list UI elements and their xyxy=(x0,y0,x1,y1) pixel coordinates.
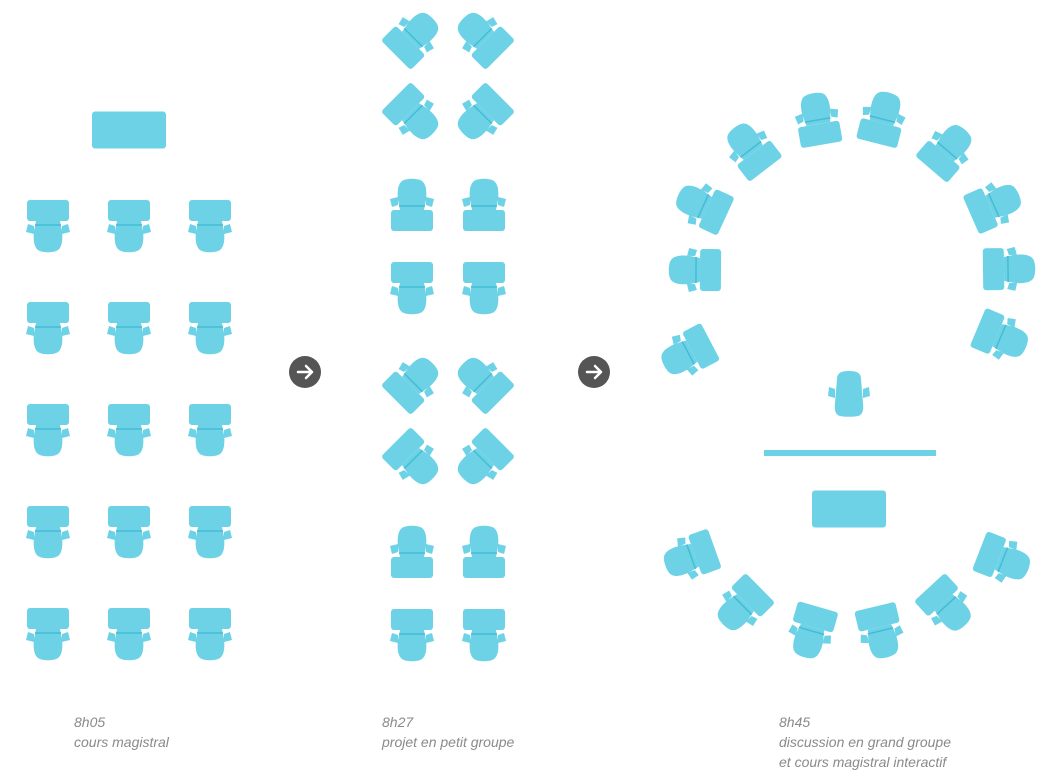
desk-icon xyxy=(92,111,166,149)
caption-small-group: 8h27 projet en petit groupe xyxy=(382,712,514,752)
seat-icon xyxy=(25,607,71,661)
desk-icon xyxy=(812,490,886,528)
arrow-right-icon xyxy=(578,356,610,388)
panel-lecture-layout xyxy=(25,111,233,661)
seat-icon xyxy=(653,321,722,386)
caption-time: 8h45 xyxy=(779,714,811,730)
seat-icon xyxy=(106,199,152,253)
seat-icon xyxy=(389,178,435,232)
seat-icon xyxy=(706,571,777,641)
seat-icon xyxy=(447,347,517,417)
caption-description: discussion en grand groupe xyxy=(779,734,952,750)
arrow-right-icon xyxy=(289,356,321,388)
seat-icon xyxy=(461,261,507,315)
caption-time: 8h27 xyxy=(382,714,414,730)
seat-icon xyxy=(461,178,507,232)
seat-icon xyxy=(968,306,1036,369)
seat-icon xyxy=(25,301,71,355)
seat-icon xyxy=(667,247,722,293)
seat-icon xyxy=(25,505,71,559)
seat-icon xyxy=(106,403,152,457)
seat-icon xyxy=(187,607,233,661)
panel-large-group-layout xyxy=(653,86,1037,664)
seat-icon xyxy=(912,571,982,642)
caption-description: projet en petit groupe xyxy=(382,734,515,750)
caption-time: 8h05 xyxy=(74,714,106,730)
seat-icon xyxy=(187,403,233,457)
caption-description: cours magistral xyxy=(74,734,169,750)
seat-icon xyxy=(913,114,983,185)
seat-icon xyxy=(447,2,517,72)
seat-icon xyxy=(187,505,233,559)
seat-icon xyxy=(389,525,435,579)
seat-icon xyxy=(461,608,507,662)
seat-icon xyxy=(106,505,152,559)
seat-icon xyxy=(461,525,507,579)
seat-icon xyxy=(187,199,233,253)
seat-icon xyxy=(25,403,71,457)
seat-icon xyxy=(106,301,152,355)
seat-icon xyxy=(447,425,517,495)
seat-icon xyxy=(970,529,1037,591)
seat-icon xyxy=(790,88,845,150)
seat-icon xyxy=(981,245,1037,293)
seat-icon xyxy=(961,173,1029,237)
chair-icon xyxy=(828,371,870,417)
seat-icon xyxy=(389,608,435,662)
seat-icon xyxy=(854,86,912,150)
caption-description: et cours magistral interactif xyxy=(779,754,947,770)
seat-icon xyxy=(379,80,449,150)
seat-icon xyxy=(657,526,723,588)
seat-icon xyxy=(379,347,449,417)
seat-icon xyxy=(187,301,233,355)
seat-icon xyxy=(782,600,841,664)
seat-icon xyxy=(389,261,435,315)
seat-icon xyxy=(715,113,785,184)
seat-icon xyxy=(447,80,517,150)
divider-bar xyxy=(764,450,936,456)
seat-icon xyxy=(668,174,736,238)
caption-lecture: 8h05 cours magistral xyxy=(74,712,169,752)
seat-icon xyxy=(379,425,449,495)
caption-large-group: 8h45 discussion en grand groupe et cours… xyxy=(779,712,951,772)
panel-small-group-layout xyxy=(379,2,517,662)
seat-icon xyxy=(852,600,909,664)
seat-icon xyxy=(25,199,71,253)
seat-icon xyxy=(379,2,449,72)
seat-icon xyxy=(106,607,152,661)
